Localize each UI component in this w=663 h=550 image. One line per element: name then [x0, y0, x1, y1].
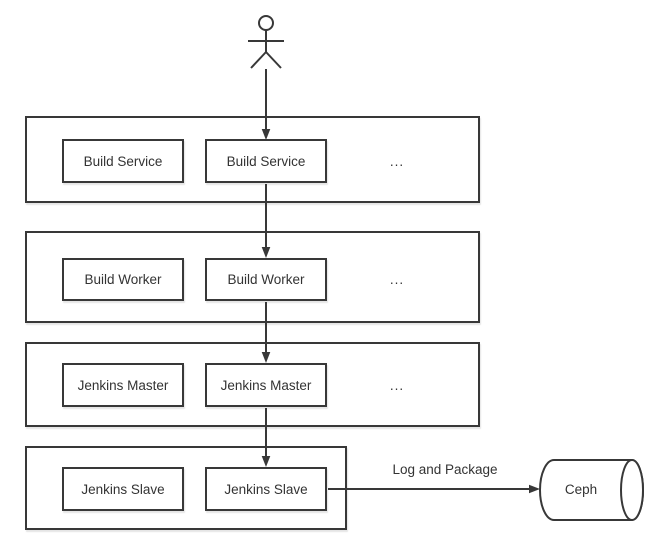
build-service-box-2: Build Service — [205, 139, 327, 183]
jenkins-master-label-2: Jenkins Master — [220, 377, 312, 393]
build-service-label-2: Build Service — [226, 153, 306, 169]
build-worker-label-1: Build Worker — [84, 272, 162, 287]
jenkins-slave-box-2: Jenkins Slave — [205, 467, 327, 511]
jenkins-master-label-1: Jenkins Master — [77, 377, 169, 393]
jenkins-master-box-1: Jenkins Master — [62, 363, 184, 407]
build-worker-ellipsis: ... — [389, 272, 405, 287]
build-service-ellipsis: ... — [389, 153, 405, 169]
actor-icon — [248, 15, 284, 69]
jenkins-slave-box-1: Jenkins Slave — [62, 467, 184, 511]
arrow-jenkins-slave-to-ceph — [328, 484, 540, 494]
build-worker-box-1: Build Worker — [62, 258, 184, 301]
build-worker-box-2: Build Worker — [205, 258, 327, 301]
jenkins-master-ellipsis: ... — [389, 377, 405, 393]
jenkins-master-box-2: Jenkins Master — [205, 363, 327, 407]
jenkins-slave-label-1: Jenkins Slave — [81, 481, 165, 497]
ceph-label: Ceph — [564, 482, 598, 497]
edge-label-log-and-package: Log and Package — [392, 462, 498, 477]
build-service-label-1: Build Service — [83, 153, 163, 169]
build-worker-label-2: Build Worker — [227, 272, 305, 287]
jenkins-slave-label-2: Jenkins Slave — [224, 481, 308, 497]
build-service-box-1: Build Service — [62, 139, 184, 183]
